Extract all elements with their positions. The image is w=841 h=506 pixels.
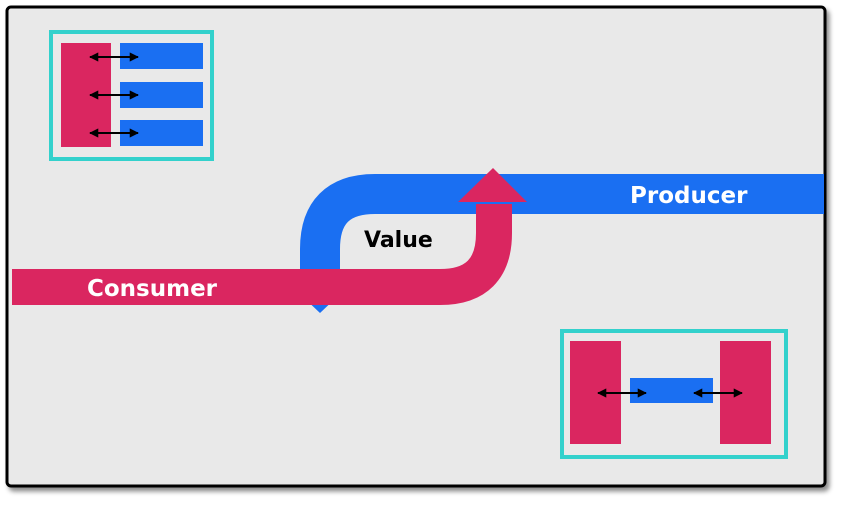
value-label: Value: [364, 228, 433, 253]
consumer-flow-band: [12, 204, 512, 305]
producer-flow-band: [300, 174, 824, 283]
bridge-producer-block: [630, 378, 713, 403]
producer-label: Producer: [630, 183, 748, 209]
one-to-many-connection-icon: [49, 30, 214, 161]
two-way-bridge-icon: [560, 329, 788, 459]
consumer-flow-arrowhead: [458, 168, 527, 202]
consumer-label: Consumer: [87, 276, 218, 302]
